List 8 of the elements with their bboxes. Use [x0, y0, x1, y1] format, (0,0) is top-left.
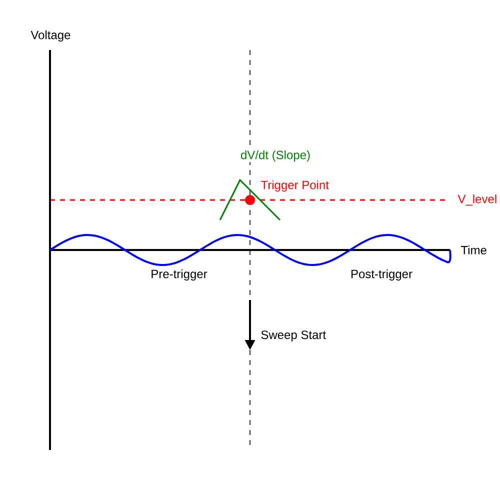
region-label: Post-trigger — [351, 269, 412, 281]
arrow-label: Sweep Start — [261, 330, 326, 342]
level-label: V_level — [458, 194, 496, 206]
slope-label: dV/dt (Slope) — [240, 150, 312, 162]
trigger-label: Trigger Point — [260, 180, 329, 192]
axis-label: Voltage — [30, 30, 70, 42]
axis-label: Time — [460, 246, 486, 254]
region-label: Pre-trigger — [152, 269, 208, 281]
